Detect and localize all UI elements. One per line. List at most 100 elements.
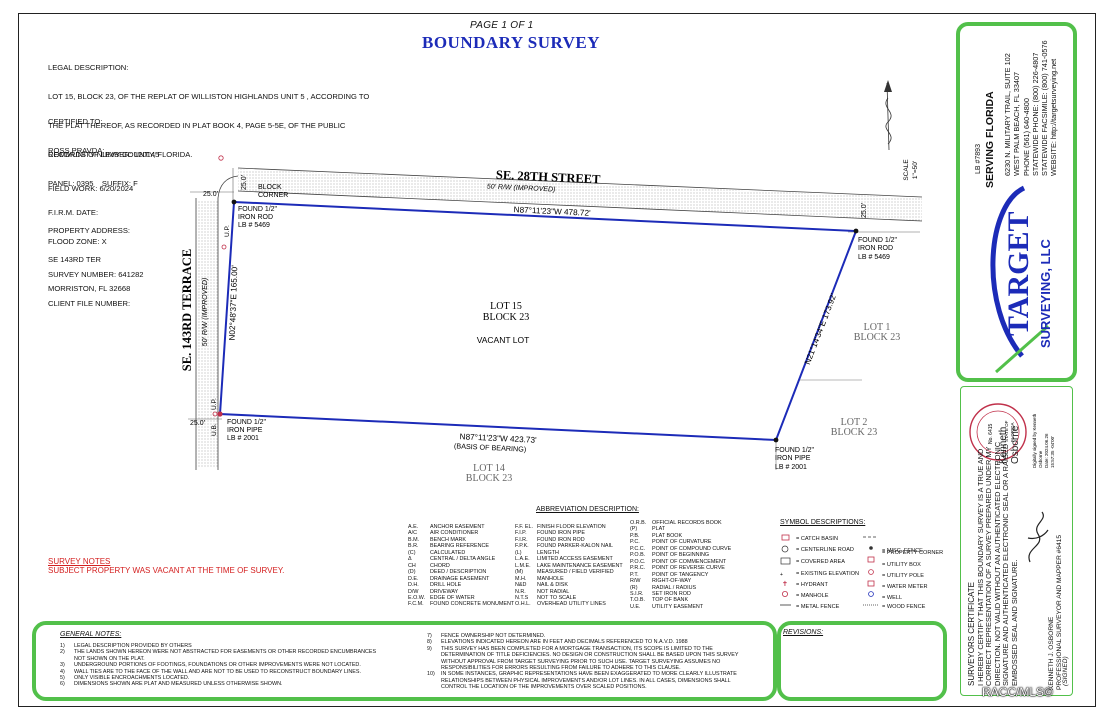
symbol-covered-area: = COVERED AREA (796, 559, 845, 565)
abbreviation-key: D/W (408, 588, 419, 595)
abbreviation-key: P.O.C. (630, 558, 646, 565)
lot-boundary (218, 200, 858, 442)
lot2-block-label: BLOCK 23 (831, 427, 877, 438)
flood-zone: FLOOD ZONE: X (48, 236, 107, 246)
abbreviation-title: ABBREVIATION DESCRIPTION: (536, 506, 639, 513)
symbol-icons-left: + ✝ (780, 534, 791, 606)
note-number: 4) (60, 668, 65, 675)
abbreviation-meaning: MEASURED / FIELD VERIFIED (537, 569, 614, 576)
abbreviation-key: (P) (630, 526, 638, 533)
manhole-icon (782, 591, 788, 598)
symbol-title: SYMBOL DESCRIPTIONS: (780, 519, 866, 526)
lot14-block-label: BLOCK 23 (466, 473, 512, 484)
abbreviation-row: P.C.POINT OF CURVATURE (630, 539, 731, 545)
catch-basin-icon (781, 534, 790, 541)
general-note: 5)ONLY VISIBLE ENCROACHMENTS LOCATED. (60, 675, 376, 681)
general-note: 1) LEGAL DESCRIPTION PROVIDED BY OTHERS (60, 643, 376, 649)
company-panel (956, 22, 1077, 382)
abbreviation-row: D.H. DRILL HOLE (408, 582, 514, 588)
nw-callout: LB # 5469 (238, 222, 270, 229)
abbreviation-row: P.O.B.POINT OF BEGINNING (630, 552, 731, 558)
abbreviation-row: F.C.M.FOUND CONCRETE MONUMENT (408, 601, 514, 607)
abbreviation-key: D.H. (408, 582, 419, 589)
utility-pole-icon (868, 569, 874, 575)
note-text: THIS SURVEY HAS BEEN COMPLETED FOR A MOR… (441, 645, 713, 652)
ne-callout: IRON ROD (858, 245, 893, 252)
abbreviation-meaning: BENCH MARK (430, 536, 466, 543)
abbreviation-row: F.F. EL.FINISH FLOOR ELEVATION (515, 524, 623, 530)
lot1-block-label: BLOCK 23 (854, 332, 900, 343)
note-text: RESPONSIBILITIES FOR ERRORS RESULTING FR… (441, 665, 681, 672)
abbreviation-meaning: LAKE MAINTENANCE EASEMENT (537, 562, 623, 569)
basis-of-bearing: (BASIS OF BEARING) (454, 441, 527, 453)
abbreviation-key: (R) (630, 584, 638, 591)
abbreviation-meaning: PLAT (652, 526, 666, 533)
abbreviation-key: P.C.C. (630, 545, 646, 552)
general-note: DETERMINATION OF TITLE DEFICIENCIES. NO … (427, 652, 738, 658)
abbreviation-key: N&D (515, 582, 527, 589)
note-text: LEGAL DESCRIPTION PROVIDED BY OTHERS (74, 643, 192, 649)
abbreviation-key: F.F. EL. (515, 524, 533, 530)
ne-callout: FOUND 1/2" (858, 237, 898, 244)
statewide-fax: STATEWIDE FACSIMILE: (800) 741-0576 (1040, 40, 1050, 176)
abbreviation-row: L.M.E.LAKE MAINTENANCE EASEMENT (515, 563, 623, 569)
property-corner-icon (869, 546, 873, 550)
abbreviation-meaning: RIGHT-OF-WAY (652, 578, 692, 585)
abbreviation-row: (R)RADIAL / RADIUS (630, 585, 731, 591)
general-notes-box (32, 621, 777, 701)
corner-marker-se (773, 437, 779, 443)
street-left-sub: 50' R/W (IMPROVED) (202, 278, 209, 347)
survey-number: SURVEY NUMBER: 641282 (48, 270, 144, 280)
street-top-sub: 50' R/W (IMPROVED) (487, 183, 556, 193)
abbreviation-key: O.H.L. (515, 601, 531, 608)
street-left-label: SE. 143RD TERRACE (180, 249, 194, 371)
abbreviation-key: CH (408, 562, 416, 569)
note-text: WITHOUT APPROVAL FROM TARGET SURVEYING P… (441, 658, 721, 665)
note-number: 8) (427, 639, 432, 646)
abbreviation-row: (L)LENGTH (515, 550, 623, 556)
certified-label: CERTIFIED TO: (48, 117, 103, 127)
logo-surveying: SURVEYING, LLC (1038, 239, 1053, 348)
legal-line: RECORDS OF LEVY COUNTY, FLORIDA. (48, 149, 193, 159)
abbreviation-meaning: DRILL HOLE (430, 582, 462, 589)
panel-number: PANEL: 0395 SUFFIX: F (48, 178, 138, 188)
general-note: 10)IN SOME INSTANCES, GRAPHIC REPRESENTA… (427, 671, 738, 677)
note-number: 7) (427, 633, 432, 639)
utility-pole-label: U.P. (224, 225, 231, 237)
abbreviation-row: L.A.E.LIMITED ACCESS EASEMENT (515, 556, 623, 562)
abbreviation-key: T.O.B. (630, 597, 645, 604)
nw-callout: IRON ROD (238, 214, 273, 221)
serving-label: SERVING FLORIDA (984, 91, 996, 188)
signed-label: (SIGNED) (1062, 656, 1069, 686)
lot1-label: LOT 1 (864, 322, 891, 333)
note-number: 1) (60, 643, 65, 649)
abbreviation-row: P.T.POINT OF TANGENCY (630, 572, 731, 578)
abbreviation-key: P.C. (630, 539, 640, 546)
abbreviation-meaning: NOT RADIAL (537, 588, 570, 595)
digital-signature-note: Osborne (1038, 450, 1043, 468)
abbreviation-row: (M)MEASURED / FIELD VERIFIED (515, 569, 623, 575)
symbol-elevation: = EXISTING ELEVATION (796, 571, 860, 577)
bearing-east: N21°14'34"E 173.92' (803, 292, 839, 366)
seal-state: STATE OF (1004, 420, 1009, 442)
utility-pole-icon (218, 155, 224, 161)
abbreviation-meaning: POINT OF COMMENCEMENT (652, 558, 727, 565)
certificate-line: EMBOSSED SEAL AND SIGNATURE. (1009, 559, 1019, 687)
utility-box-label: U.B. (211, 423, 218, 436)
abbreviation-row: A.E.ANCHOR EASEMENT (408, 524, 514, 530)
surveyor-seal: No. 6415 STATE OF FLORIDA Kenneth Osborn… (969, 403, 1055, 468)
seal-florida: FLORIDA (1010, 422, 1015, 442)
abbreviation-meaning: UTILITY EASEMENT (652, 603, 704, 610)
abbreviation-key: (L) (515, 549, 522, 556)
centerline-icon (781, 545, 789, 553)
abbreviation-meaning: POINT OF BEGINNING (652, 552, 710, 559)
note-text: RELATIONSHIPS BETWEEN PHYSICAL IMPROVEME… (441, 677, 731, 684)
symbol-utility-pole: = UTILITY POLE (882, 573, 925, 579)
general-note: RESPONSIBILITIES FOR ERRORS RESULTING FR… (427, 665, 738, 671)
note-number: 3) (60, 662, 65, 669)
abbreviation-meaning: SET IRON ROD (652, 590, 691, 597)
note-text: DIMENSIONS SHOWN ARE PLAT AND MEASURED U… (74, 681, 283, 688)
bearing-south: N87°11'23"W 423.73' (459, 432, 537, 445)
